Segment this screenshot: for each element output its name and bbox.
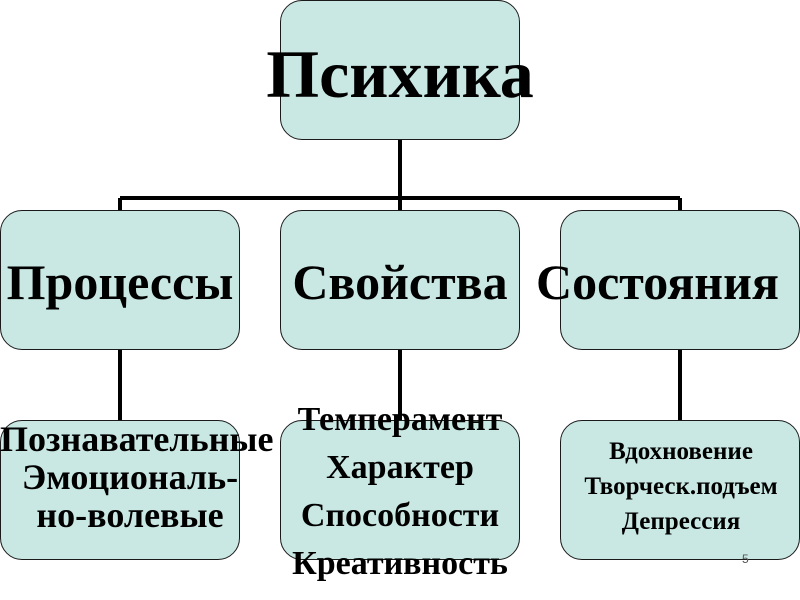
- category-box-processes: [0, 210, 240, 350]
- category-label-processes: Процессы: [6, 254, 234, 310]
- root-node-label: Психика: [266, 36, 534, 112]
- category-label-properties: Свойства: [292, 254, 508, 310]
- detail-item: Творческ.подъем: [584, 473, 778, 500]
- detail-item: но-волевые: [36, 495, 224, 535]
- detail-item: Эмоциональ-: [21, 457, 239, 497]
- detail-item: Темперамент: [297, 401, 503, 438]
- detail-list-states: Вдохновение Творческ.подъем Депрессия: [556, 434, 800, 539]
- detail-item: Креативность: [292, 545, 508, 582]
- detail-box-processes: [0, 420, 240, 560]
- category-label-states: Состояния: [536, 254, 779, 310]
- detail-item: Депрессия: [621, 508, 741, 535]
- root-node-box: [280, 0, 520, 140]
- detail-item: Познавательные: [0, 419, 274, 459]
- detail-box-states: [560, 420, 800, 560]
- category-box-properties: [280, 210, 520, 350]
- detail-box-properties: [280, 420, 520, 560]
- detail-item: Способности: [300, 497, 500, 534]
- detail-list-processes: Познавательные Эмоциональ- но-волевые: [0, 419, 274, 535]
- page-number: 5: [742, 552, 749, 566]
- detail-list-properties: Темперамент Характер Способности Креатив…: [260, 396, 540, 588]
- detail-item: Вдохновение: [609, 438, 753, 465]
- detail-item: Характер: [326, 449, 474, 486]
